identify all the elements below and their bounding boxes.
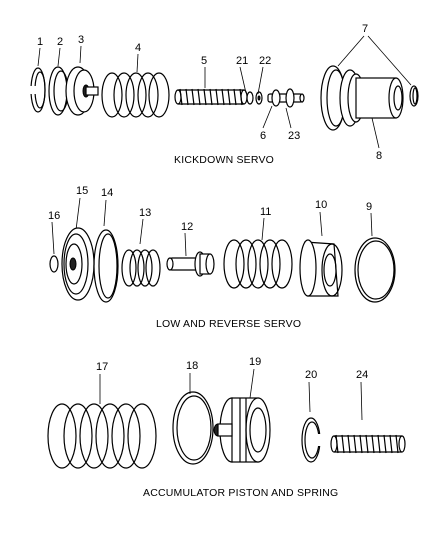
leader-22 [257, 66, 264, 95]
part-10-cup [299, 239, 343, 297]
callout-6: 6 [260, 130, 266, 142]
part-11-spring [223, 239, 293, 289]
leader-21 [239, 66, 247, 94]
callout-10: 10 [315, 199, 327, 211]
callout-14: 14 [101, 187, 113, 199]
part-7-snap-ring-small [409, 85, 419, 107]
caption-accumulator: ACCUMULATOR PISTON AND SPRING [143, 487, 338, 499]
callout-22: 22 [259, 55, 271, 67]
leader-6 [262, 105, 273, 129]
leader-14 [103, 199, 107, 227]
part-16-clip [49, 255, 59, 273]
callout-19: 19 [249, 356, 261, 368]
leader-11 [261, 217, 265, 241]
leader-1 [37, 47, 41, 67]
low-reverse-servo-group: 15 14 16 13 12 11 10 9 [48, 185, 396, 330]
part-6-23-rod [267, 88, 305, 108]
part-13-spring [121, 249, 161, 287]
part-15-piston [61, 227, 95, 301]
part-22-washer [255, 91, 263, 105]
part-8-kickdown-piston [339, 69, 404, 127]
callout-1: 1 [37, 36, 43, 48]
leader-2 [57, 47, 61, 67]
callout-5: 5 [201, 55, 207, 67]
callout-2: 2 [57, 36, 63, 48]
callout-20: 20 [305, 369, 317, 381]
leader-19 [249, 368, 255, 399]
callout-7: 7 [362, 23, 368, 35]
callout-9: 9 [366, 201, 372, 213]
leader-7b [367, 35, 412, 86]
leader-3 [79, 45, 82, 64]
callout-12: 12 [181, 221, 193, 233]
leader-4 [136, 53, 139, 73]
part-18-seal-ring [172, 391, 214, 465]
part-4-spring [101, 72, 170, 118]
callout-3: 3 [78, 34, 84, 46]
callout-24: 24 [356, 369, 368, 381]
part-19-accumulator-piston [213, 397, 271, 463]
callout-8: 8 [376, 150, 382, 162]
part-24-spring [330, 434, 406, 454]
accumulator-group: 17 18 19 20 24 [47, 356, 406, 499]
kickdown-servo-group: 1 2 3 4 5 21 22 6 23 7 8 [30, 23, 419, 166]
leader-16 [51, 221, 55, 255]
part-21-washer [246, 91, 254, 105]
callout-13: 13 [139, 207, 151, 219]
caption-low-reverse-servo: LOW AND REVERSE SERVO [156, 318, 301, 330]
leader-7a [337, 35, 365, 67]
part-5-small-spring [174, 88, 248, 106]
leader-23 [285, 107, 292, 129]
leader-13 [139, 218, 144, 245]
leader-10 [319, 211, 323, 237]
callout-23: 23 [288, 130, 300, 142]
part-3-piston [65, 66, 99, 116]
callout-18: 18 [186, 360, 198, 372]
leader-20 [308, 381, 311, 413]
part-17-accumulator-spring [47, 403, 157, 469]
part-14-seal-ring [93, 229, 119, 303]
part-9-ring [354, 237, 396, 303]
part-20-clip [301, 417, 324, 463]
leader-8 [371, 117, 380, 149]
callout-16: 16 [48, 210, 60, 222]
leader-15 [75, 197, 81, 231]
caption-kickdown-servo: KICKDOWN SERVO [174, 154, 274, 166]
leader-9 [370, 212, 373, 237]
part-1-snap-ring [30, 67, 46, 113]
callout-17: 17 [96, 361, 108, 373]
part-2-seal [48, 66, 69, 116]
callout-11: 11 [260, 206, 271, 218]
leader-24 [360, 381, 363, 421]
leader-12 [184, 232, 187, 257]
part-12-plug [166, 251, 215, 277]
callout-15: 15 [76, 185, 88, 197]
callout-21: 21 [236, 55, 248, 67]
callout-4: 4 [135, 42, 141, 54]
